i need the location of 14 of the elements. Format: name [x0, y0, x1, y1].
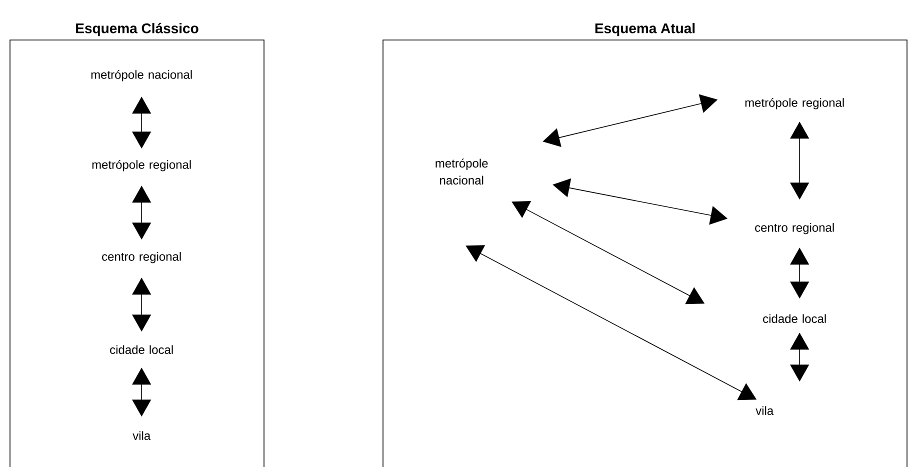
panel-frame	[382, 40, 908, 467]
panel-heading: Esquema Atual	[595, 23, 695, 36]
place-label: vila	[756, 406, 774, 415]
place-label: vila	[132, 431, 151, 440]
place-label: metrópole nacional	[91, 70, 192, 82]
place-label: metrópole regional	[92, 160, 191, 172]
place-label: cidade local	[110, 345, 173, 354]
place-label: metrópole regional	[745, 98, 844, 110]
place-label: cidade local	[763, 314, 826, 323]
place-label: metrópole nacional	[436, 158, 488, 185]
panel-frame	[10, 40, 264, 467]
place-label: centro regional	[102, 252, 181, 264]
place-label: centro regional	[755, 223, 834, 234]
panel-heading: Esquema Clássico	[76, 22, 198, 36]
